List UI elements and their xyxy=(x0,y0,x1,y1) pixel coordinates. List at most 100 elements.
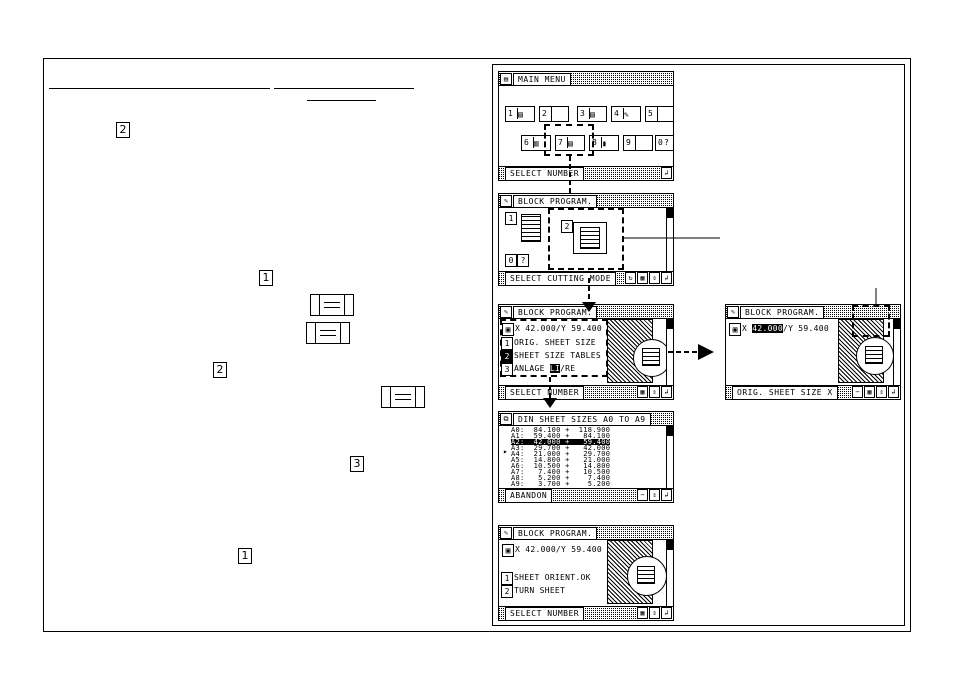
edit-icon: ✎ xyxy=(727,306,739,318)
cut-mode-1-icon xyxy=(521,214,541,242)
din-row[interactable]: A8: 5.200 + 7.400 xyxy=(511,474,611,482)
updown-icon[interactable]: ⇕ xyxy=(649,489,660,501)
screen-title: MAIN MENU xyxy=(513,73,571,86)
grid-icon[interactable]: ▦ xyxy=(637,386,648,398)
menu-item-sheet-size-tables[interactable]: SHEET SIZE TABLES xyxy=(514,351,601,360)
din-row[interactable]: A1: 59.400 + 84.100 xyxy=(511,432,611,440)
status-label: SELECT NUMBER xyxy=(505,607,585,620)
din-row[interactable]: A2: 42.000 + 59.400 xyxy=(511,438,611,446)
din-sheet-sizes-screen: ⧉ DIN SHEET SIZES A0 TO A9 A0: 84.100 + … xyxy=(498,411,674,503)
return-icon[interactable]: ↲ xyxy=(661,607,672,619)
option-2[interactable]: 2 xyxy=(561,220,573,233)
heading-rule-right xyxy=(274,88,414,89)
minus-icon[interactable]: − xyxy=(637,489,648,501)
key-3-button: 3 xyxy=(350,456,364,472)
din-row[interactable]: A4: 21.000 + 29.700 xyxy=(511,450,611,458)
menu-key-2[interactable]: 2 xyxy=(539,106,569,122)
status-label: ORIG. SHEET SIZE X xyxy=(732,386,838,399)
din-row[interactable]: A7: 7.400 + 10.500 xyxy=(511,468,611,476)
screen-title: BLOCK PROGRAM. xyxy=(513,195,598,208)
din-row[interactable]: A5: 14.800 + 21.000 xyxy=(511,456,611,464)
option-0[interactable]: 0 xyxy=(505,254,517,267)
screen-title: BLOCK PROGRAM. xyxy=(513,306,598,319)
xy-icon: ▣ xyxy=(502,544,514,557)
din-row[interactable]: A6: 10.500 + 14.800 xyxy=(511,462,611,470)
menu-item-anlage[interactable]: ANLAGE LI/RE xyxy=(514,364,576,373)
rotate-icon[interactable]: ↻ xyxy=(625,272,636,284)
page-frame xyxy=(43,58,911,632)
screens-panel xyxy=(492,64,905,626)
menu-item-sheet-orient-ok[interactable]: SHEET ORIENT.OK xyxy=(514,573,591,582)
screen-title: BLOCK PROGRAM. xyxy=(740,306,825,319)
coordinates: X 42.000/Y 59.400 xyxy=(515,324,602,333)
din-row[interactable]: A9: 3.700 + 5.200 xyxy=(511,480,611,488)
highlight-cut-mode-2 xyxy=(548,208,624,270)
status-label: ABANDON xyxy=(505,489,553,502)
status-label: SELECT NUMBER xyxy=(505,386,585,399)
menu-key-0[interactable]: 0? xyxy=(655,135,673,151)
key-1-button-b: 1 xyxy=(238,548,252,564)
status-label: SELECT NUMBER xyxy=(505,167,585,180)
edit-icon: ✎ xyxy=(500,527,512,539)
menu-key-8[interactable]: 8▮ xyxy=(589,135,619,151)
xy-icon: ▣ xyxy=(502,323,514,336)
status-label: SELECT CUTTING MODE xyxy=(505,272,617,285)
updown-icon[interactable]: ⇕ xyxy=(649,386,660,398)
return-icon[interactable]: ↲ xyxy=(661,272,672,284)
sheet-key-icon xyxy=(310,294,354,316)
highlight-menu xyxy=(500,319,608,377)
din-row[interactable]: A0: 84.100 + 118.900 xyxy=(511,426,611,434)
key-2-button-b: 2 xyxy=(213,362,227,378)
return-icon[interactable]: ↲ xyxy=(661,489,672,501)
return-icon[interactable]: ↲ xyxy=(888,386,899,398)
coordinates: X 42.000/Y 59.400 xyxy=(515,545,602,554)
main-menu-screen: ▤ MAIN MENU 1▤ 2 3▤ 4✎ 5 6▥ 7▤ 8▮ 9 0? S… xyxy=(498,71,674,181)
block-program-screen-right: ✎ BLOCK PROGRAM. ▣ X 42.000/Y 59.400 ORI… xyxy=(725,304,901,400)
book-icon: ▤ xyxy=(500,73,512,85)
menu-item-orig-sheet-size[interactable]: ORIG. SHEET SIZE xyxy=(514,338,596,347)
menu-key-3[interactable]: 3▤ xyxy=(577,106,607,122)
minus-icon[interactable]: − xyxy=(852,386,863,398)
table-icon: ⧉ xyxy=(500,413,512,425)
updown-icon[interactable]: ⇕ xyxy=(649,607,660,619)
menu-num-1[interactable]: 1 xyxy=(501,572,513,585)
return-icon[interactable]: ↲ xyxy=(661,167,672,179)
zoom-circle xyxy=(627,556,667,596)
return-icon[interactable]: ↲ xyxy=(661,386,672,398)
menu-key-5[interactable]: 5 xyxy=(645,106,673,122)
block-program-screen-3: ✎ BLOCK PROGRAM. ▣ X 42.000/Y 59.400 1 S… xyxy=(498,525,674,621)
edit-icon: ✎ xyxy=(500,195,512,207)
heading-rule-left xyxy=(49,88,270,89)
highlight-preview xyxy=(852,305,890,337)
key-1-button: 1 xyxy=(259,270,273,286)
screen-title: BLOCK PROGRAM. xyxy=(513,527,598,540)
menu-key-7[interactable]: 7▤ xyxy=(555,135,585,151)
menu-item-turn-sheet[interactable]: TURN SHEET xyxy=(514,586,566,595)
menu-num-2[interactable]: 2 xyxy=(501,585,513,598)
grid-icon[interactable]: ▦ xyxy=(637,272,648,284)
cut-mode-2-icon xyxy=(573,222,607,254)
xy-icon: ▣ xyxy=(729,323,741,336)
grid-icon[interactable]: ▦ xyxy=(637,607,648,619)
updown-icon[interactable]: ⇕ xyxy=(876,386,887,398)
zoom-circle xyxy=(856,337,894,375)
key-2-button: 2 xyxy=(116,122,130,138)
option-1[interactable]: 1 xyxy=(505,212,517,225)
subheading-rule xyxy=(307,100,376,101)
menu-key-9[interactable]: 9 xyxy=(623,135,653,151)
help-icon[interactable]: ? xyxy=(517,254,529,267)
menu-key-1[interactable]: 1▤ xyxy=(505,106,535,122)
updown-icon[interactable]: ⇕ xyxy=(649,272,660,284)
sheet-key-icon xyxy=(306,322,350,344)
highlight-key-7 xyxy=(544,124,594,156)
menu-key-4[interactable]: 4✎ xyxy=(611,106,641,122)
grid-icon[interactable]: ▦ xyxy=(864,386,875,398)
edit-icon: ✎ xyxy=(500,306,512,318)
din-row[interactable]: A3: 29.700 + 42.000 xyxy=(511,444,611,452)
screen-title: DIN SHEET SIZES A0 TO A9 xyxy=(513,413,651,426)
sheet-key-icon xyxy=(381,386,425,408)
coordinates[interactable]: X 42.000/Y 59.400 xyxy=(742,324,830,333)
menu-key-6[interactable]: 6▥ xyxy=(521,135,551,151)
row-pointer-icon: ▸ xyxy=(503,447,509,456)
